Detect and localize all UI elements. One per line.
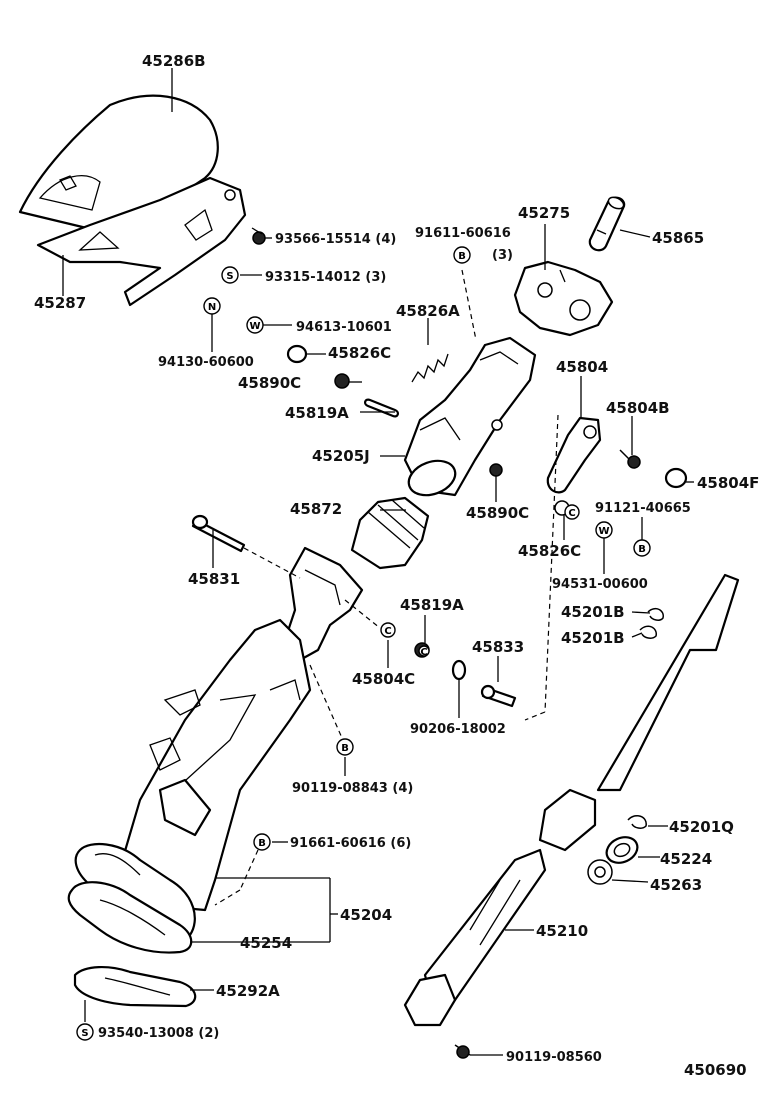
rubber-boot-drawing [350, 496, 430, 570]
label-45275: 45275 [518, 204, 570, 222]
label-93566: 93566-15514 (4) [275, 232, 396, 247]
part-labels: 45286B 45287 93566-15514 (4) 93315-14012… [34, 52, 759, 1079]
label-45819a-a: 45819A [285, 404, 349, 422]
bolt-45831-drawing [191, 514, 246, 553]
label-45826c-a: 45826C [328, 344, 391, 362]
label-45286b: 45286B [142, 52, 206, 70]
badge-w-94613: W [246, 316, 264, 334]
label-94531: 94531-00600 [552, 577, 648, 592]
label-45224: 45224 [660, 850, 712, 868]
label-45804c: 45804C [352, 670, 415, 688]
svg-text:N: N [208, 302, 216, 313]
label-93315: 93315-14012 (3) [265, 270, 386, 285]
key-cylinder-drawing [588, 196, 626, 252]
knob-45804f-drawing [664, 467, 688, 489]
label-45287: 45287 [34, 294, 86, 312]
bushing-45890c-drawing [334, 373, 350, 389]
label-91661: 91661-60616 (6) [290, 836, 411, 851]
screw-93566-drawing [251, 227, 266, 245]
svg-text:C: C [420, 647, 427, 658]
label-45292a: 45292A [216, 982, 280, 1000]
label-45890c-b: 45890C [466, 504, 529, 522]
bolt-90119b-drawing [454, 1044, 471, 1059]
label-90206: 90206-18002 [410, 722, 506, 737]
label-45804f: 45804F [697, 474, 759, 492]
svg-text:C: C [384, 626, 391, 637]
badge-c-45826c: C [564, 504, 580, 520]
bolt-45804b-drawing [619, 449, 641, 469]
label-45201q: 45201Q [669, 818, 734, 836]
label-45819a-b: 45819A [400, 596, 464, 614]
label-91611-qty: (3) [492, 248, 513, 263]
pin-45819a-drawing [364, 398, 399, 418]
label-91611: 91611-60616 [415, 226, 511, 241]
tilt-lever-drawing [546, 416, 602, 494]
label-45263: 45263 [650, 876, 702, 894]
bushing-45224-drawing [605, 836, 639, 864]
label-45826c-b: 45826C [518, 542, 581, 560]
badge-n-94130: N [203, 297, 221, 315]
badge-c-45804c: C [380, 622, 396, 638]
svg-text:W: W [598, 526, 609, 537]
svg-text:B: B [638, 544, 646, 555]
bushing-45826c-drawing [286, 344, 308, 364]
plate-45292a-drawing [73, 966, 197, 1008]
label-45804b: 45804B [606, 399, 670, 417]
label-45833: 45833 [472, 638, 524, 656]
label-94613: 94613-10601 [296, 320, 392, 335]
svg-text:B: B [258, 838, 266, 849]
label-45201b-b: 45201B [561, 629, 625, 647]
clip-45201b-b-drawing [639, 625, 657, 639]
svg-text:C: C [568, 508, 575, 519]
label-45804: 45804 [556, 358, 608, 376]
badge-b-91661: B [253, 833, 271, 851]
badge-s-93540: S [76, 1023, 94, 1041]
label-45865: 45865 [652, 229, 704, 247]
spring-drawing [411, 353, 449, 383]
ring-45263-drawing [587, 859, 613, 885]
badge-s-93315: S [221, 266, 239, 284]
dashed-assembly-lines [214, 269, 559, 906]
leader-lines [62, 68, 694, 1056]
clip-45201q-drawing [627, 815, 647, 829]
label-45254: 45254 [240, 934, 292, 952]
svg-text:S: S [81, 1028, 88, 1039]
svg-text:B: B [458, 251, 466, 262]
label-91121: 91121-40665 [595, 501, 691, 516]
svg-text:B: B [341, 743, 349, 754]
label-45204: 45204 [340, 906, 392, 924]
lock-housing-drawing [513, 260, 614, 337]
label-90119-a: 90119-08843 (4) [292, 781, 413, 796]
badge-w-94531: W [595, 521, 613, 539]
diagram-reference-number: 450690 [684, 1061, 747, 1079]
bolt-45833-drawing [480, 684, 517, 708]
lower-column-cover-drawing [36, 176, 247, 307]
label-94130: 94130-60600 [158, 355, 254, 370]
column-tube-drawing [113, 618, 312, 912]
gasket-lower-drawing [67, 881, 193, 954]
washer-90206-drawing [451, 659, 467, 681]
label-45210: 45210 [536, 922, 588, 940]
column-bracket-drawing [403, 336, 537, 497]
label-45890c-a: 45890C [238, 374, 301, 392]
label-45205j: 45205J [312, 447, 370, 465]
badge-b-90119: B [336, 738, 354, 756]
label-45826a: 45826A [396, 302, 460, 320]
badge-b-91611: B [453, 246, 471, 264]
svg-text:S: S [226, 271, 233, 282]
clip-45201b-a-drawing [647, 607, 664, 621]
svg-text:W: W [249, 321, 260, 332]
label-90119-b: 90119-08560 [506, 1050, 602, 1065]
label-45872: 45872 [290, 500, 342, 518]
badge-b-91121: B [633, 539, 651, 557]
badge-c-45819a: C [418, 645, 430, 658]
intermediate-shaft-drawing [403, 573, 740, 1027]
label-45831: 45831 [188, 570, 240, 588]
nut-45890c-drawing [489, 463, 503, 477]
label-93540: 93540-13008 (2) [98, 1026, 219, 1041]
label-45201b-a: 45201B [561, 603, 625, 621]
